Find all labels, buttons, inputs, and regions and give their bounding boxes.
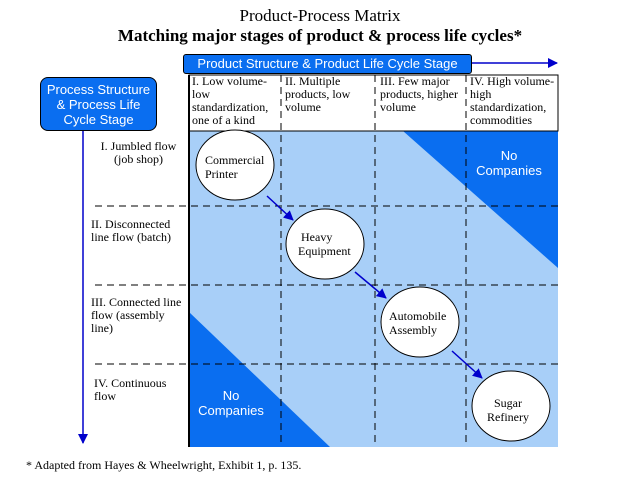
grid-lines [95, 75, 558, 447]
page-subtitle: Matching major stages of product & proce… [117, 26, 523, 45]
no-companies-top-right-region [403, 131, 558, 268]
arrow-printer-to-equipment [266, 195, 294, 221]
process-axis-label: Process Structure & Process Life Cycle S… [40, 77, 157, 131]
footnote: * Adapted from Hayes & Wheelwright, Exhi… [26, 458, 302, 472]
node-commercial-printer [195, 129, 275, 201]
column-header-4: IV. High volume- high standardization, c… [470, 74, 555, 127]
no-companies-bottom-left-region [189, 312, 330, 447]
arrow-equipment-to-automobile [354, 271, 387, 299]
column-header-1: I. Low volume- low standardization, one … [192, 74, 269, 127]
column-header-2: II. Multiple products, low volume [285, 74, 351, 114]
node-sugar-refinery [471, 370, 551, 442]
row-header-4: IV. Continuous flow [94, 376, 167, 403]
row-header-3: III. Connected line flow (assembly line) [91, 295, 182, 335]
row-header-2: II. Disconnected line flow (batch) [91, 217, 171, 244]
node-automobile-assembly [380, 286, 460, 358]
arrow-automobile-to-refinery [451, 350, 483, 379]
node-heavy-equipment [285, 208, 365, 280]
product-axis-label: Product Structure & Product Life Cycle S… [183, 54, 472, 74]
page-title: Product-Process Matrix [239, 6, 401, 25]
column-header-3: III. Few major products, higher volume [380, 74, 458, 114]
column-header-box [188, 74, 559, 132]
row-header-1: I. Jumbled flow (job shop) [100, 139, 177, 166]
